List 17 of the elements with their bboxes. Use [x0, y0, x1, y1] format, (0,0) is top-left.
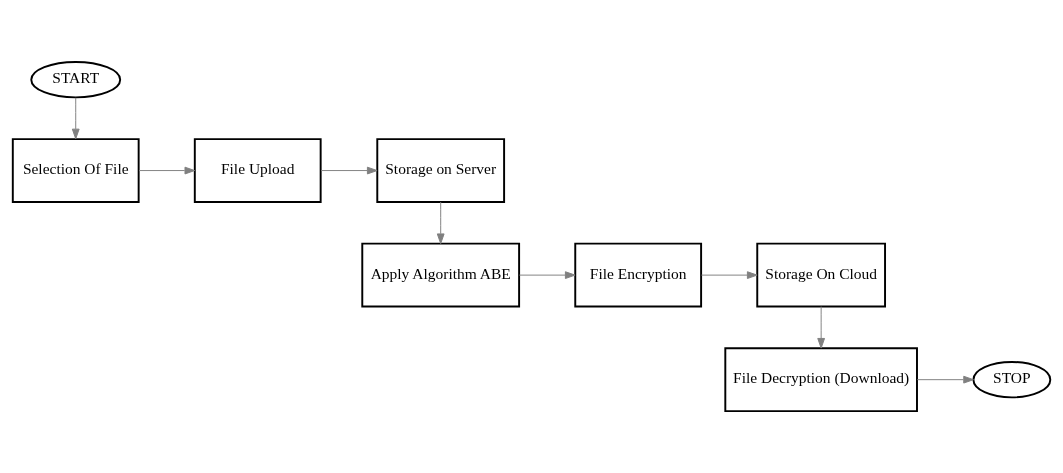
arrow — [320, 166, 378, 175]
node-ellipse: START — [30, 61, 122, 99]
node-box: File Upload — [193, 138, 322, 203]
arrow — [916, 375, 974, 384]
node-box: Storage on Server — [376, 138, 506, 203]
node-box: File Encryption — [574, 242, 703, 308]
node-ellipse: STOP — [972, 361, 1052, 399]
arrow — [436, 201, 445, 245]
node-box: Apply Algorithm ABE — [361, 242, 521, 308]
node-box: File Decryption (Download) — [724, 347, 918, 413]
arrow — [71, 97, 80, 140]
arrow — [138, 166, 196, 175]
arrow — [700, 271, 758, 279]
arrow — [817, 306, 826, 349]
node-box: Selection Of File — [11, 138, 140, 203]
node-box: Storage On Cloud — [756, 242, 886, 308]
arrow — [518, 271, 576, 279]
